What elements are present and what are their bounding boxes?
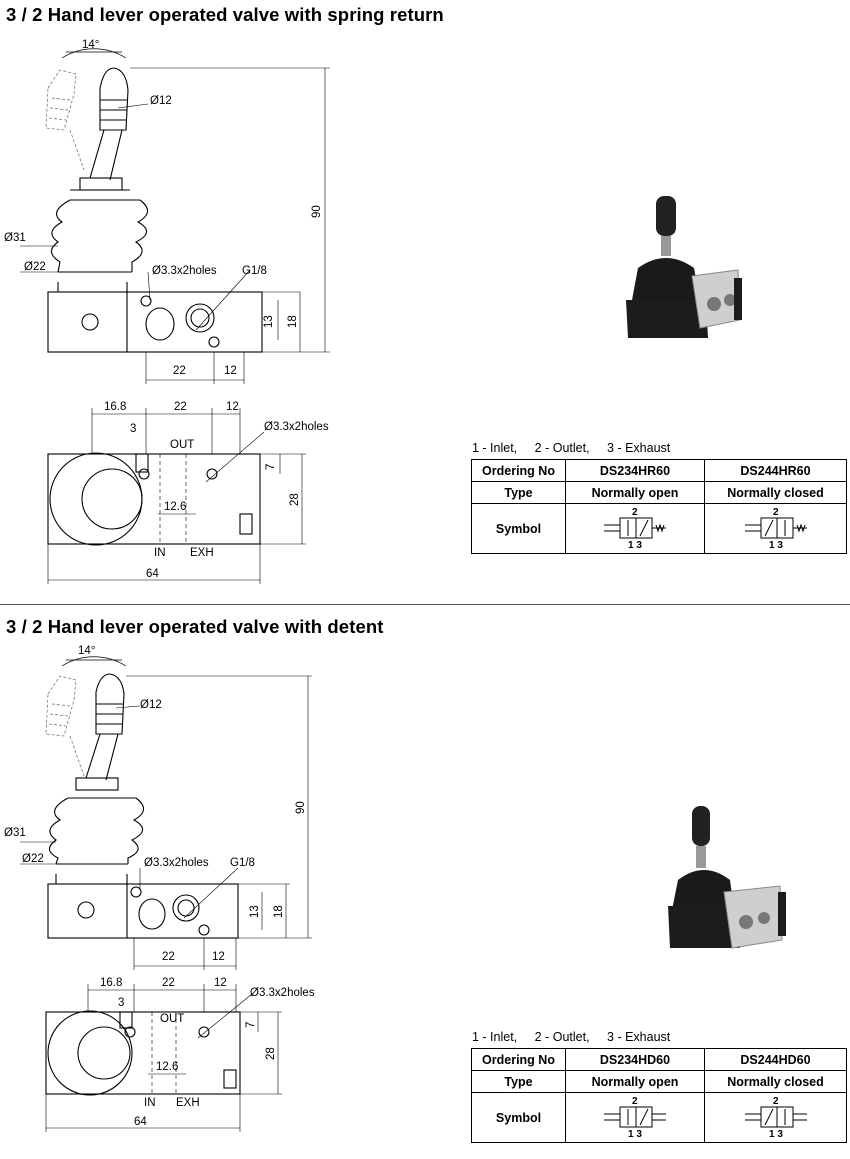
- ordering-no-2: DS244HD60: [704, 1048, 847, 1071]
- symbol-port-top: 2: [773, 507, 779, 518]
- symbol-port-top: 2: [773, 1096, 779, 1107]
- symbol-label: Symbol: [471, 503, 566, 554]
- ordering-no-2: DS244HR60: [704, 459, 847, 482]
- dim-16-8: 16.8: [104, 401, 126, 413]
- dim-7: 7: [245, 1022, 257, 1028]
- valve-circuit-symbol-icon: 2 1 3: [744, 1096, 807, 1140]
- dim-12-top: 12: [226, 401, 239, 413]
- legend-inlet: 1 - Inlet,: [472, 1030, 518, 1044]
- legend-inlet: 1 - Inlet,: [472, 441, 518, 455]
- label-out: OUT: [170, 439, 194, 451]
- legend-outlet: 2 - Outlet,: [534, 441, 590, 455]
- ordering-no-1: DS234HD60: [565, 1048, 705, 1071]
- dim-port: G1/8: [242, 265, 267, 277]
- symbol-port-top: 2: [632, 507, 638, 518]
- legend-exhaust: 3 - Exhaust: [607, 1030, 671, 1044]
- dim-13: 13: [263, 315, 275, 328]
- dim-12-top: 12: [214, 977, 227, 989]
- symbol-cell-1: 2 1 3: [565, 1092, 705, 1143]
- dim-neck-diameter: Ø22: [24, 261, 46, 273]
- ordering-no-1: DS234HR60: [565, 459, 705, 482]
- dim-22-side: 22: [162, 951, 175, 963]
- dim-28: 28: [265, 1047, 277, 1060]
- dim-holes-plan: Ø3.3x2holes: [250, 987, 315, 999]
- dim-22-top: 22: [162, 977, 175, 989]
- label-in: IN: [154, 547, 166, 559]
- legend-outlet: 2 - Outlet,: [534, 1030, 590, 1044]
- dim-18: 18: [273, 905, 285, 918]
- dim-64: 64: [146, 568, 159, 580]
- type-2: Normally closed: [704, 481, 847, 504]
- valve-circuit-symbol-icon: 2 1 3: [744, 507, 807, 551]
- dim-angle: 14°: [78, 645, 95, 657]
- symbol-cell-2: 2 1 3: [704, 1092, 847, 1143]
- valve-product-photo-icon: [626, 196, 742, 338]
- spec-table: Ordering No DS234HD60 DS244HD60 Type Nor…: [471, 1048, 847, 1143]
- dim-knob-diameter: Ø12: [140, 699, 162, 711]
- dim-holes-plan: Ø3.3x2holes: [264, 421, 329, 433]
- dim-angle: 14°: [82, 39, 99, 51]
- symbol-ports-bottom: 1 3: [628, 1129, 642, 1138]
- type-1: Normally open: [565, 481, 705, 504]
- dim-knob-diameter: Ø12: [150, 95, 172, 107]
- type-1: Normally open: [565, 1070, 705, 1093]
- dim-12-6: 12.6: [164, 501, 186, 513]
- symbol-ports-bottom: 1 3: [628, 540, 642, 549]
- symbol-port-top: 2: [632, 1096, 638, 1107]
- symbol-ports-bottom: 1 3: [769, 540, 783, 549]
- dim-12-side: 12: [212, 951, 225, 963]
- dim-neck-diameter: Ø22: [22, 853, 44, 865]
- dim-7: 7: [265, 464, 277, 470]
- dim-12-side: 12: [224, 365, 237, 377]
- dim-22-top: 22: [174, 401, 187, 413]
- dim-28: 28: [289, 493, 301, 506]
- dim-3: 3: [130, 423, 136, 435]
- section-title: 3 / 2 Hand lever operated valve with spr…: [6, 4, 444, 25]
- dim-boot-diameter: Ø31: [4, 827, 26, 839]
- dim-13: 13: [249, 905, 261, 918]
- port-legend: 1 - Inlet, 2 - Outlet, 3 - Exhaust: [472, 1030, 684, 1044]
- type-label: Type: [471, 481, 566, 504]
- dim-16-8: 16.8: [100, 977, 122, 989]
- dim-3: 3: [118, 997, 124, 1009]
- dim-90: 90: [295, 801, 307, 814]
- type-label: Type: [471, 1070, 566, 1093]
- technical-drawing: 14° Ø12 Ø31 Ø22 Ø3.3x2holes G1/8 13 18 9…: [4, 645, 315, 1132]
- label-out: OUT: [160, 1013, 184, 1025]
- dim-boot-diameter: Ø31: [4, 232, 26, 244]
- dim-18: 18: [287, 315, 299, 328]
- symbol-ports-bottom: 1 3: [769, 1129, 783, 1138]
- legend-exhaust: 3 - Exhaust: [607, 441, 671, 455]
- dim-holes-top: Ø3.3x2holes: [144, 857, 209, 869]
- label-exh: EXH: [190, 547, 214, 559]
- dim-22-side: 22: [173, 365, 186, 377]
- ordering-label: Ordering No: [471, 1048, 566, 1071]
- label-in: IN: [144, 1097, 156, 1109]
- ordering-label: Ordering No: [471, 459, 566, 482]
- valve-product-photo-icon: [668, 806, 786, 949]
- dim-12-6: 12.6: [156, 1061, 178, 1073]
- valve-circuit-symbol-icon: 2 1 3: [604, 1096, 666, 1140]
- symbol-cell-2: 2 1 3: [704, 503, 847, 554]
- section-divider: [0, 604, 850, 605]
- technical-drawing: 14° Ø12 Ø31 Ø22 Ø3.3x2holes G1/8 13 18 9…: [4, 39, 330, 584]
- valve-circuit-symbol-icon: 2 1 3: [604, 507, 666, 551]
- symbol-cell-1: 2 1 3: [565, 503, 705, 554]
- type-2: Normally closed: [704, 1070, 847, 1093]
- label-exh: EXH: [176, 1097, 200, 1109]
- symbol-label: Symbol: [471, 1092, 566, 1143]
- spec-table: Ordering No DS234HR60 DS244HR60 Type Nor…: [471, 459, 847, 554]
- dim-64: 64: [134, 1116, 147, 1128]
- dim-90: 90: [311, 205, 323, 218]
- dim-holes-top: Ø3.3x2holes: [152, 265, 217, 277]
- section-title: 3 / 2 Hand lever operated valve with det…: [6, 616, 384, 637]
- port-legend: 1 - Inlet, 2 - Outlet, 3 - Exhaust: [472, 441, 684, 455]
- dim-port: G1/8: [230, 857, 255, 869]
